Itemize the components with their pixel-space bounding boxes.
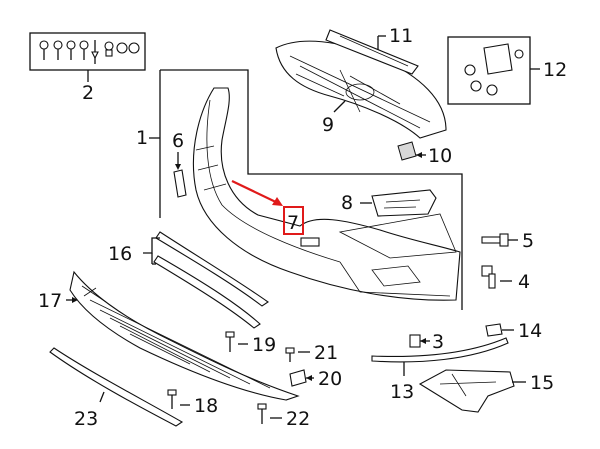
callout-4: 4 — [518, 271, 530, 293]
part-9-energy-absorber[interactable] — [275, 40, 447, 139]
part-12-mounting-kit[interactable] — [447, 36, 531, 105]
callout-13: 13 — [390, 381, 414, 403]
callout-23: 23 — [74, 408, 98, 430]
part-5-bolt[interactable] — [481, 233, 509, 247]
callout-17: 17 — [38, 290, 62, 312]
part-19-screw[interactable] — [225, 331, 235, 352]
part-20-clip[interactable] — [289, 369, 307, 387]
part-23-molding[interactable] — [49, 347, 184, 427]
part-11-reinforcement-bar[interactable] — [325, 29, 419, 75]
part-15-splash-shield[interactable] — [418, 369, 515, 413]
callout-3: 3 — [432, 331, 444, 353]
part-16-trim-strip[interactable] — [153, 231, 269, 329]
callout-8: 8 — [341, 192, 353, 214]
part-21-screw[interactable] — [285, 347, 295, 362]
bumper-group-outline — [160, 69, 463, 310]
part-1-bumper-cover[interactable] — [192, 87, 461, 301]
part-3-clip[interactable] — [409, 334, 421, 348]
part-18-screw[interactable] — [167, 389, 177, 409]
part-6-reflector[interactable] — [173, 169, 187, 198]
callout-10: 10 — [428, 145, 452, 167]
callout-21: 21 — [314, 342, 338, 364]
part-4-bolt[interactable] — [481, 265, 496, 289]
part-17-lower-grille-panel[interactable] — [69, 270, 300, 401]
callout-14: 14 — [518, 320, 542, 342]
callout-20: 20 — [318, 368, 342, 390]
callout-5: 5 — [522, 230, 534, 252]
callout-7: 7 — [287, 212, 299, 234]
callout-12: 12 — [543, 59, 567, 81]
callout-22: 22 — [286, 408, 310, 430]
part-2-fastener-kit[interactable] — [29, 32, 146, 71]
callout-2: 2 — [82, 82, 94, 104]
part-14-insert[interactable] — [485, 323, 503, 337]
highlight-arrow — [231, 180, 281, 205]
part-22-screw[interactable] — [257, 403, 267, 424]
part-13-trim-strip[interactable] — [371, 337, 509, 363]
highlight-box-7 — [283, 206, 304, 235]
callout-15: 15 — [530, 372, 554, 394]
callout-16: 16 — [108, 243, 132, 265]
callout-11: 11 — [389, 25, 413, 47]
callout-6: 6 — [172, 130, 184, 152]
part-7-clip[interactable] — [300, 237, 320, 247]
callout-1: 1 — [136, 127, 148, 149]
callout-9: 9 — [322, 114, 334, 136]
part-8-bracket[interactable] — [371, 189, 437, 217]
callout-18: 18 — [194, 395, 218, 417]
part-10-bracket[interactable] — [397, 141, 417, 161]
callout-19: 19 — [252, 334, 276, 356]
